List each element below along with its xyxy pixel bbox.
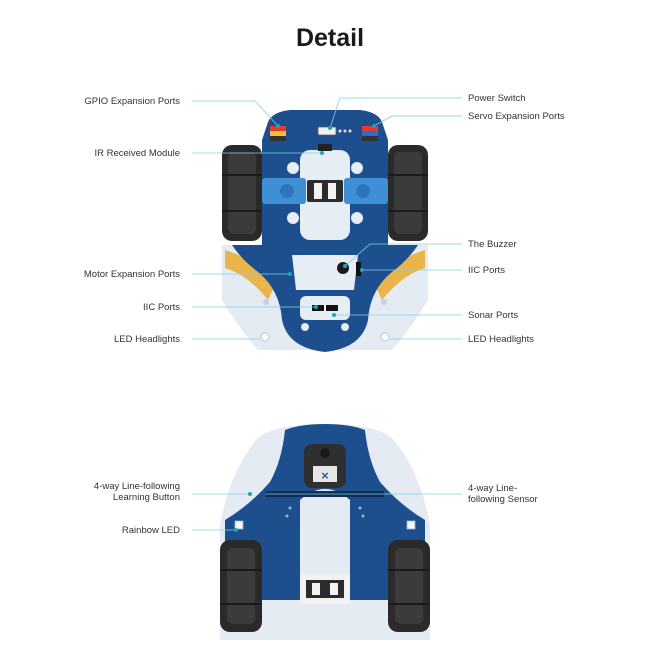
power-switch bbox=[317, 126, 337, 136]
top-view-robot bbox=[222, 110, 428, 352]
wheel-left-bottom bbox=[220, 540, 262, 632]
label-led-headlights-left: LED Headlights bbox=[113, 334, 180, 345]
label-ir-received-module: IR Received Module bbox=[94, 148, 180, 159]
bottom-view-leader-lines bbox=[192, 493, 462, 531]
led-headlight-left bbox=[260, 332, 270, 342]
label-rainbow-led: Rainbow LED bbox=[121, 525, 180, 536]
label-the-buzzer: The Buzzer bbox=[468, 239, 517, 250]
bottom-view-leader-dots bbox=[234, 492, 252, 532]
top-view-leader-lines bbox=[192, 97, 462, 340]
label-sonar-ports: Sonar Ports bbox=[468, 310, 519, 321]
label-iic-ports-right: IIC Ports bbox=[468, 265, 505, 276]
wheel-right-bottom bbox=[388, 540, 430, 632]
svg-text:×: × bbox=[320, 469, 329, 482]
label-line-following-learning-button: 4-way Line-following Learning Button bbox=[93, 481, 180, 503]
ir-module bbox=[318, 144, 332, 151]
rainbow-led-left bbox=[234, 520, 244, 530]
label-line-following-sensor: 4-way Line- following Sensor bbox=[468, 483, 538, 505]
servo-port-connector bbox=[362, 126, 378, 141]
page-title: Detail bbox=[295, 24, 365, 52]
sonar-port bbox=[326, 305, 338, 311]
label-power-switch: Power Switch bbox=[468, 93, 526, 104]
rainbow-led-right bbox=[406, 520, 416, 530]
label-led-headlights-right: LED Headlights bbox=[468, 334, 535, 345]
bottom-view-robot: × bbox=[220, 424, 430, 640]
iic-port-left bbox=[312, 305, 324, 311]
gpio-port-connector bbox=[270, 126, 286, 141]
label-iic-ports-left: IIC Ports bbox=[143, 302, 180, 313]
led-headlight-right bbox=[380, 332, 390, 342]
iic-port-right bbox=[356, 262, 361, 276]
wheel-right-top bbox=[388, 145, 428, 241]
wheel-left-top bbox=[222, 145, 262, 241]
top-view-leader-dots bbox=[276, 124, 376, 317]
label-servo-expansion-ports: Servo Expansion Ports bbox=[468, 111, 565, 122]
label-gpio-expansion-ports: GPIO Expansion Ports bbox=[84, 96, 180, 107]
label-motor-expansion-ports: Motor Expansion Ports bbox=[83, 269, 180, 280]
